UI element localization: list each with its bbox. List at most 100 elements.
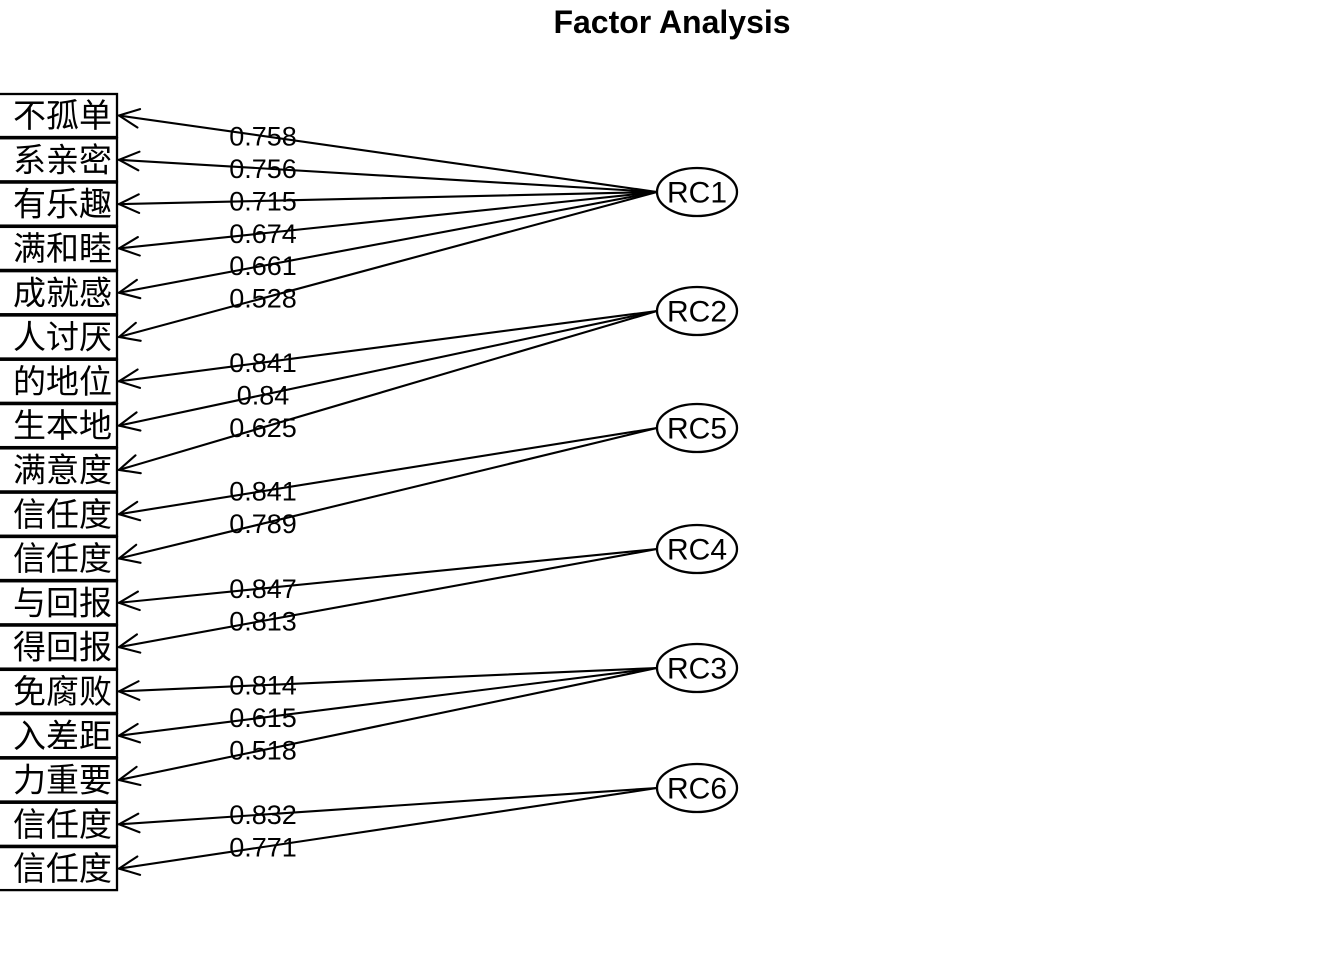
loading-path [117,190,659,294]
loading-value: 0.841 [229,348,297,378]
variable-label: 满和睦 [13,230,112,267]
arrowhead-icon [117,734,141,744]
loading-value: 0.756 [229,154,297,184]
variable-label: 系亲密 [13,141,112,178]
loading-path [117,309,659,471]
factor-ellipse [655,166,739,218]
loading-value: 0.841 [229,477,297,507]
arrowhead-icon [117,812,140,826]
arrowhead-icon [117,278,138,294]
arrowhead-icon [117,114,139,129]
variable-box [0,801,119,847]
arrowhead-icon [117,500,139,516]
variable-label: 信任度 [13,496,112,533]
arrowhead-icon [117,321,137,339]
arrowhead-icon [117,778,142,787]
arrowhead-icon [117,247,141,257]
factor-ellipse [655,402,739,454]
variable-box [0,225,119,272]
loading-path [117,309,659,383]
arrowhead-icon [117,646,142,654]
arrowhead-icon [117,380,142,389]
variable-label: 与回报 [13,584,112,621]
loading-value: 0.758 [229,121,297,151]
loading-path [117,426,659,516]
arrowhead-icon [117,601,141,612]
arrowhead-icon [117,454,137,471]
loading-path [117,190,659,250]
arrowhead-icon [117,633,138,649]
loading-path [117,114,659,194]
loading-path [117,426,659,560]
variable-box [0,270,119,316]
variable-label: 信任度 [13,850,112,887]
arrowhead-icon [117,855,139,870]
loading-value: 0.814 [229,671,297,701]
variable-label: 有乐趣 [13,186,112,223]
arrowhead-icon [117,557,142,564]
variable-label: 不孤单 [13,97,112,134]
factor-label: RC6 [667,773,727,806]
arrowhead-icon [117,203,141,214]
variable-box [0,757,119,803]
arrowhead-icon [117,823,141,834]
arrowhead-icon [117,513,142,522]
arrowhead-icon [117,765,138,782]
loading-value: 0.528 [229,284,297,314]
loading-value: 0.813 [229,606,297,636]
loading-value: 0.715 [229,186,297,216]
arrowhead-icon [117,236,139,250]
arrowhead-icon [117,193,140,206]
loading-value: 0.789 [229,509,297,539]
factor-label: RC1 [667,177,727,210]
variable-box [0,535,119,582]
loading-path [117,190,659,339]
arrowhead-icon [117,424,142,432]
arrowhead-icon [117,150,141,161]
loading-value: 0.661 [229,251,297,281]
loading-value: 0.847 [229,574,297,604]
variable-box [0,358,119,404]
variable-label: 得回报 [13,629,112,666]
variable-box [0,580,119,626]
variable-box [0,181,119,227]
arrowhead-icon [117,543,138,560]
loading-path [117,666,659,693]
factor-ellipse [655,762,739,814]
factor-ellipse [655,642,739,694]
variable-label: 力重要 [13,762,112,799]
variable-label: 信任度 [13,806,112,843]
variable-label: 信任度 [13,540,112,577]
arrowhead-icon [117,468,142,475]
variable-label: 人讨厌 [13,319,112,356]
variable-label: 满意度 [13,451,112,488]
loading-value: 0.84 [237,380,290,410]
factor-label: RC2 [667,296,727,329]
loading-value: 0.674 [229,219,297,249]
factor-ellipse [655,285,739,337]
factor-label: RC3 [667,653,727,686]
factor-ellipse [655,523,739,575]
variable-box [0,137,119,183]
loading-path [117,309,659,427]
arrowhead-icon [117,291,142,300]
loading-path [117,786,659,826]
variable-box [0,402,119,449]
figure-title: Factor Analysis [553,4,790,40]
loading-value: 0.518 [229,735,297,765]
loading-value: 0.625 [229,413,297,443]
arrowhead-icon [117,690,141,701]
loading-path [117,666,659,737]
arrowhead-icon [117,590,139,604]
loading-value: 0.832 [229,800,297,830]
arrowhead-icon [117,867,142,876]
loading-path [117,547,659,649]
variable-box [0,447,119,493]
variable-box [0,92,119,139]
variable-label: 成就感 [13,274,112,311]
arrowhead-icon [117,158,140,172]
variable-label: 生本地 [13,407,112,444]
variable-box [0,668,119,715]
